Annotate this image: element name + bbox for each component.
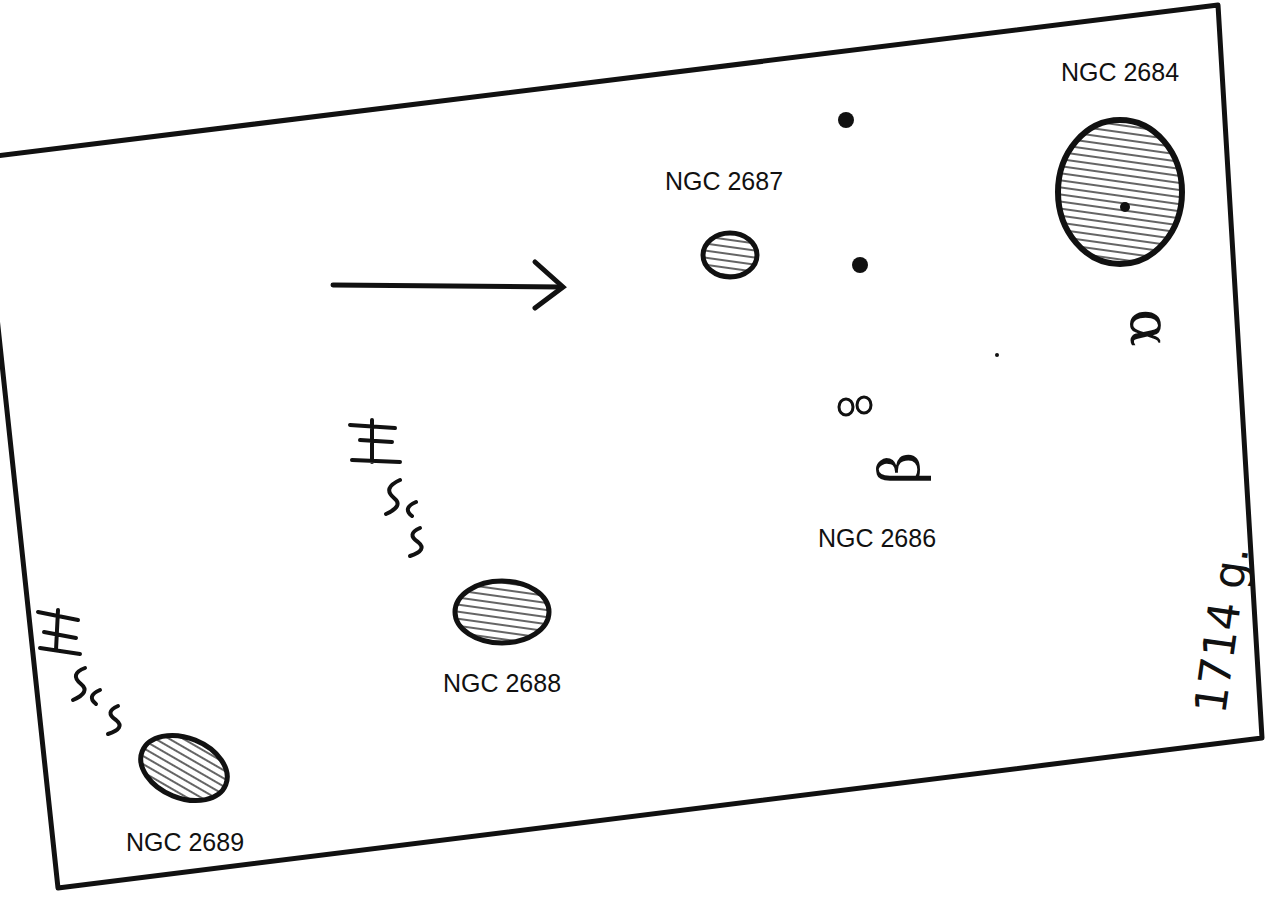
star (852, 257, 868, 273)
greek-letter: β (872, 452, 928, 484)
galaxy-ngc2684 (1058, 120, 1182, 264)
object-label: NGC 2687 (665, 169, 783, 194)
double-star (839, 397, 871, 415)
greek-letter: α (1122, 309, 1178, 347)
star (995, 353, 999, 357)
handwritten-note (38, 420, 422, 734)
sketch-frame (0, 5, 1262, 888)
catalog-number: 1714 g. (1189, 544, 1256, 716)
galaxy-ngc2687 (703, 233, 757, 277)
galaxy-ngc2688 (455, 581, 549, 643)
galaxy-ngc2689 (131, 723, 237, 812)
object-label: NGC 2684 (1061, 60, 1179, 85)
direction-arrow (333, 262, 563, 308)
object-label: NGC 2688 (443, 671, 561, 696)
object-label: NGC 2689 (126, 830, 244, 855)
star (838, 112, 854, 128)
object-label: NGC 2686 (818, 526, 936, 551)
